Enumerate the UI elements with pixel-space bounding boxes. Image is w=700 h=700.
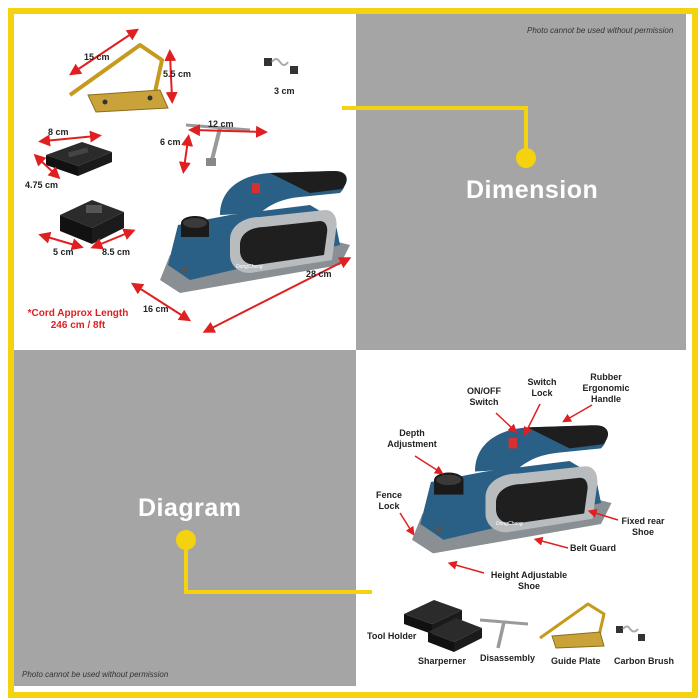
dimension-connector bbox=[342, 106, 528, 158]
diagram-connector bbox=[184, 540, 372, 594]
fixed-shoe-arrow bbox=[587, 509, 619, 521]
block2-depth-label: 8.5 cm bbox=[102, 247, 131, 257]
dimension-title-panel bbox=[356, 14, 686, 350]
switch-lock-arrow bbox=[523, 403, 541, 437]
diagram-connector-dot bbox=[176, 530, 196, 550]
handle-arrow bbox=[562, 404, 593, 423]
label-height-line2: Shoe bbox=[517, 581, 540, 591]
planer-length-label: 28 cm bbox=[306, 269, 332, 279]
label-switch-lock-line1: Switch bbox=[527, 377, 557, 387]
label-fence-line2: Lock bbox=[378, 501, 400, 511]
accessory-disassembly-label: Disassembly bbox=[480, 653, 536, 663]
acc-wrench-image bbox=[479, 618, 529, 649]
guide-width-label: 15 cm bbox=[84, 52, 110, 62]
label-switch-lock: Switch Lock bbox=[522, 377, 562, 399]
label-belt-guard: Belt Guard bbox=[570, 543, 617, 553]
guide-height-label: 5.5 cm bbox=[163, 69, 192, 79]
fence-arrow bbox=[399, 512, 415, 536]
label-rubber-line2: Ergonomic bbox=[582, 383, 630, 393]
block1-depth-label: 4.75 cm bbox=[25, 180, 59, 190]
guide-height-arrow bbox=[164, 49, 178, 104]
block1-width-label: 8 cm bbox=[48, 127, 69, 137]
label-fence-line1: Fence bbox=[375, 490, 402, 500]
block2-width-label: 5 cm bbox=[53, 247, 74, 257]
permission-notice-top: Photo cannot be used without permission bbox=[527, 26, 674, 35]
permission-notice-bottom: Photo cannot be used without permission bbox=[22, 670, 169, 679]
wrench-height-label: 6 cm bbox=[160, 137, 181, 147]
carbon-brush-image bbox=[264, 58, 298, 74]
acc-carbon-brush-image bbox=[616, 625, 645, 641]
label-height-adjustable-shoe: Height Adjustable Shoe bbox=[486, 570, 572, 592]
label-fence-lock: Fence Lock bbox=[372, 490, 406, 512]
accessory-guide-plate-label: Guide Plate bbox=[551, 656, 601, 666]
belt-guard-arrow bbox=[533, 536, 569, 549]
cord-line-1: *Cord Approx Length bbox=[27, 308, 129, 319]
brand-logo-bottom: DongCheng bbox=[496, 521, 523, 527]
label-depth-line1: Depth bbox=[399, 428, 425, 438]
tool-holder-block-image bbox=[46, 142, 112, 176]
label-rubber-line3: Handle bbox=[590, 394, 621, 404]
cord-length-note: *Cord Approx Length 246 cm / 8ft bbox=[26, 308, 130, 332]
diagram-title-panel bbox=[14, 350, 356, 686]
accessory-sharpener-label: Sharperner bbox=[418, 656, 467, 666]
planer-diagram-image bbox=[412, 425, 612, 554]
wrench-width-label: 12 cm bbox=[208, 119, 234, 129]
dimension-title: Dimension bbox=[466, 176, 599, 204]
block1-width-arrow bbox=[38, 130, 102, 147]
label-on-off-line1: ON/OFF bbox=[467, 386, 501, 396]
brush-size-label: 3 cm bbox=[274, 86, 295, 96]
label-rubber-handle: Rubber Ergonomic Handle bbox=[580, 372, 632, 405]
label-switch-lock-line2: Lock bbox=[531, 388, 553, 398]
label-depth-adjustment: Depth Adjustment bbox=[386, 428, 438, 450]
planer-width-label: 16 cm bbox=[143, 304, 169, 314]
label-height-line1: Height Adjustable bbox=[490, 570, 568, 580]
block2-width-arrow bbox=[38, 231, 84, 251]
guide-width-arrow bbox=[69, 28, 139, 76]
label-depth-line2: Adjustment bbox=[387, 439, 437, 449]
block2-depth-arrow bbox=[90, 228, 136, 250]
brand-logo-top: DongCheng bbox=[236, 264, 263, 270]
dimension-connector-dot bbox=[516, 148, 536, 168]
planer-length-arrow bbox=[202, 257, 352, 333]
acc-sharpener-image bbox=[428, 618, 482, 652]
block1-depth-arrow bbox=[33, 153, 61, 180]
wrench-height-arrow bbox=[178, 134, 194, 174]
diagram-title: Diagram bbox=[138, 494, 242, 522]
yellow-frame bbox=[8, 8, 698, 698]
on-off-arrow bbox=[495, 412, 518, 434]
label-on-off-line2: Switch bbox=[469, 397, 499, 407]
planer-width-arrow bbox=[130, 282, 192, 322]
label-fixed-line1: Fixed rear bbox=[621, 516, 665, 526]
label-fixed-line2: Shoe bbox=[631, 527, 654, 537]
accessory-tool-holder-label: Tool Holder bbox=[367, 631, 417, 641]
depth-arrow bbox=[414, 455, 444, 475]
label-on-off-switch: ON/OFF Switch bbox=[462, 386, 506, 408]
label-fixed-rear-shoe: Fixed rear Shoe bbox=[618, 516, 668, 538]
wrench-width-arrow bbox=[188, 124, 268, 138]
acc-guide-plate-image bbox=[539, 602, 606, 649]
cord-line-2: 246 cm / 8ft bbox=[50, 320, 106, 331]
accessory-carbon-brush-label: Carbon Brush bbox=[614, 656, 675, 666]
height-shoe-arrow bbox=[447, 560, 485, 574]
label-rubber-line1: Rubber bbox=[590, 372, 622, 382]
